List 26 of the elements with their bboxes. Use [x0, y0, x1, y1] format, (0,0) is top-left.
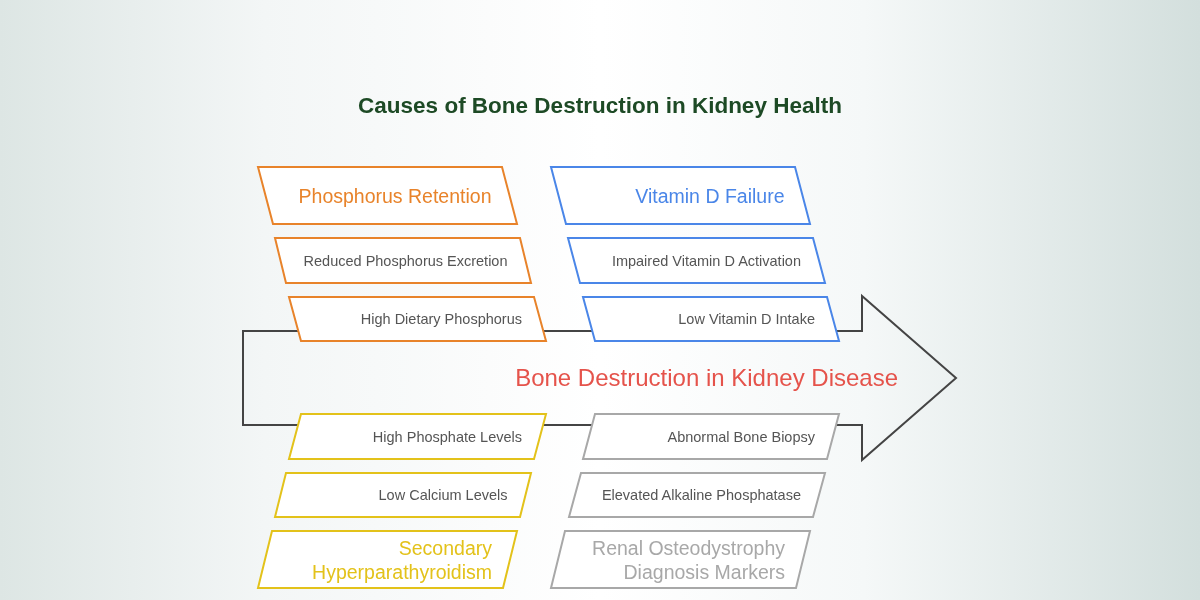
parallelogram-box — [582, 413, 840, 460]
cause-text: High Dietary Phosphorus — [360, 310, 522, 328]
cause-text: Low Vitamin D Intake — [678, 310, 815, 328]
parallelogram-box — [568, 472, 826, 518]
parallelogram-box — [550, 530, 811, 589]
cause-text: Reduced Phosphorus Excretion — [303, 251, 508, 270]
cause-text: Low Calcium Levels — [378, 486, 508, 504]
parallelogram-box — [274, 472, 532, 518]
category-title: Secondary Hyperparathyroidism — [311, 535, 492, 584]
parallelogram-box — [550, 166, 811, 225]
parallelogram-box — [274, 237, 532, 284]
effect-text: Bone Destruction in Kidney Disease — [515, 363, 898, 393]
cause-text: Impaired Vitamin D Activation — [611, 251, 801, 270]
parallelogram-box — [257, 530, 518, 589]
parallelogram-box — [567, 237, 826, 284]
diagram-title: Causes of Bone Destruction in Kidney Health — [358, 92, 842, 120]
parallelogram-box — [288, 413, 547, 460]
category-title: Phosphorus Retention — [298, 183, 492, 208]
parallelogram-box — [582, 296, 840, 342]
cause-text: High Phosphate Levels — [372, 427, 522, 446]
parallelogram-box — [257, 166, 518, 225]
cause-text: Elevated Alkaline Phosphatase — [601, 486, 801, 504]
category-title: Renal Osteodystrophy Diagnosis Markers — [591, 535, 785, 584]
category-title: Vitamin D Failure — [635, 183, 785, 208]
parallelogram-box — [288, 296, 547, 342]
cause-text: Abnormal Bone Biopsy — [667, 427, 815, 446]
